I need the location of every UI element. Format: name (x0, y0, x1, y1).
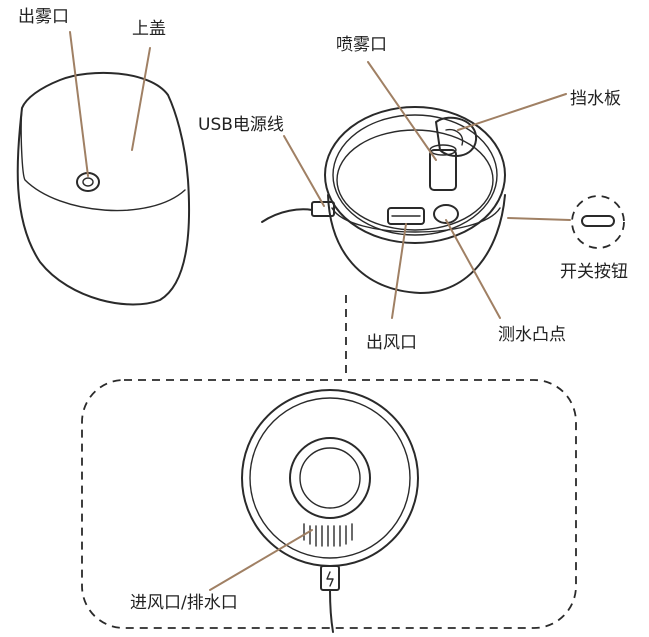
bottom-view-frame (81, 379, 577, 629)
leader-spray-outlet (367, 61, 437, 161)
label-top-cover: 上盖 (132, 19, 166, 39)
label-water-baffle: 挡水板 (570, 89, 621, 109)
label-usb-cable: USB电源线 (198, 115, 284, 135)
power-button-illustration (571, 195, 625, 249)
leader-air-outlet (391, 223, 407, 319)
label-power-button: 开关按钮 (560, 262, 628, 282)
label-air-inlet-drain: 进风口/排水口 (130, 593, 238, 613)
air-inlet-vents (303, 523, 353, 547)
air-outlet-slot (387, 207, 425, 225)
water-sensor-bump (433, 204, 459, 224)
leader-air-inlet (209, 529, 313, 591)
label-air-outlet: 出风口 (366, 333, 417, 353)
water-baffle-part (435, 116, 478, 157)
leader-top-cover (131, 47, 151, 151)
leader-water-sensor (445, 219, 501, 319)
leader-usb-cable (283, 135, 325, 207)
label-spray-outlet: 喷雾口 (336, 35, 387, 55)
base-bottom-view (241, 389, 419, 633)
main-body-illustration (324, 106, 506, 294)
label-mist-outlet: 出雾口 (18, 7, 69, 27)
leader-power-button (507, 217, 571, 221)
usb-cable-illustration (261, 201, 335, 223)
leader-water-baffle (457, 93, 567, 131)
leader-mist-outlet (69, 31, 89, 177)
top-cover-illustration (16, 71, 191, 306)
label-water-sensor: 测水凸点 (498, 325, 566, 345)
